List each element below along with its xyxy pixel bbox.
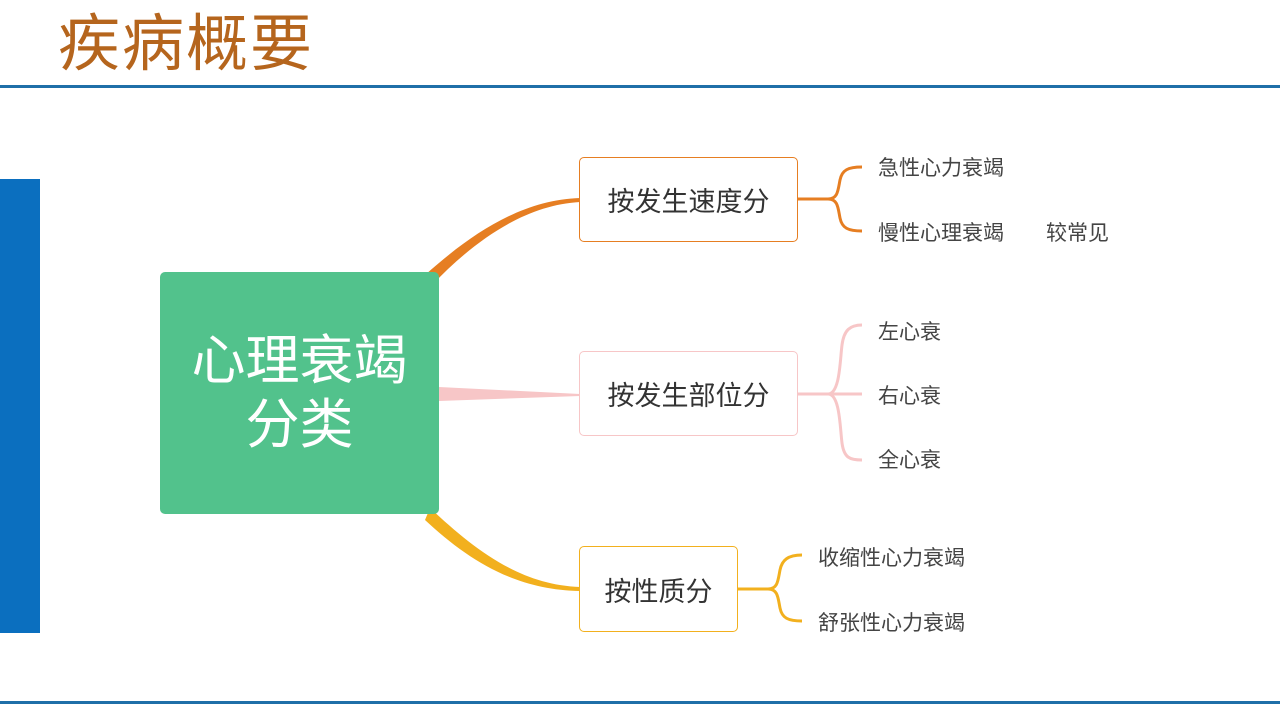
leaf-total-heart-failure: 全心衰: [878, 448, 941, 472]
leaf-diastolic-heart-failure: 舒张性心力衰竭: [818, 611, 965, 635]
connector-root-nature: [425, 508, 580, 591]
leaf-note-more-common: 较常见: [1046, 221, 1109, 245]
leaf-right-heart-failure: 右心衰: [878, 384, 941, 408]
header-divider: [0, 85, 1280, 88]
branch-location: 按发生部位分: [579, 351, 798, 436]
branch-location-label: 按发生部位分: [607, 381, 770, 412]
sidebar-accent-bar: [0, 179, 40, 633]
root-node: 心理衰竭 分类: [160, 272, 439, 514]
leaf-chronic-heart-failure: 慢性心理衰竭: [878, 221, 1004, 245]
leaf-left-heart-failure: 左心衰: [878, 320, 941, 344]
bracket-speed: [797, 165, 863, 233]
leaf-acute-heart-failure: 急性心力衰竭: [878, 156, 1004, 180]
footer-divider: [0, 701, 1280, 704]
bracket-location: [797, 323, 863, 462]
connector-root-speed: [425, 198, 580, 285]
connector-root-location: [439, 387, 580, 401]
branch-nature-label: 按性质分: [604, 576, 713, 608]
branch-nature: 按性质分: [579, 546, 738, 632]
root-label-line1: 心理衰竭: [191, 329, 408, 392]
bracket-nature: [737, 553, 803, 623]
branch-speed-label: 按发生速度分: [607, 187, 770, 218]
branch-speed: 按发生速度分: [579, 157, 798, 242]
root-label-line2: 分类: [245, 393, 354, 456]
page-title: 疾病概要: [58, 7, 315, 80]
leaf-systolic-heart-failure: 收缩性心力衰竭: [818, 546, 965, 570]
